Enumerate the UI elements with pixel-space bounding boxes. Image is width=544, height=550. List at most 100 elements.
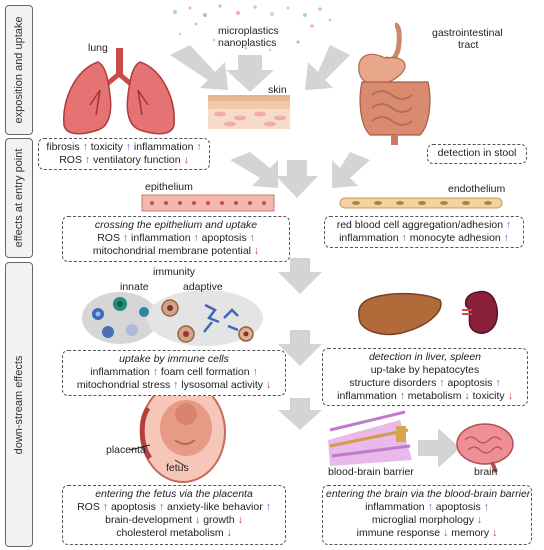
nanoplastics-label: nanoplastics [218, 37, 277, 49]
down-arrow-icon: ↓ [443, 527, 449, 539]
stool-detection-text: detection in stool [437, 147, 517, 159]
epi-effect-inflammation: inflammation [131, 232, 191, 244]
endothelium-illustration [339, 197, 503, 209]
adaptive-label: adaptive [183, 281, 223, 293]
endothelium-effects-box: red blood cell aggregation/adhesion ↑ in… [324, 216, 524, 248]
down-arrow-icon: ↓ [183, 154, 189, 166]
imm-effect-lysosomal: lysosomal activity [181, 379, 263, 391]
lung-illustration [63, 48, 175, 135]
section-exposition: exposition and uptake [5, 5, 33, 135]
section-downstream: down-stream effects [5, 262, 33, 547]
up-arrow-icon: ↑ [173, 379, 179, 391]
endothelium-label: endothelium [448, 183, 506, 195]
lung-effect-inflammation: inflammation [133, 141, 194, 153]
up-arrow-icon: ↑ [495, 377, 501, 389]
down-arrow-icon: ↓ [195, 514, 201, 526]
down-arrow-icon: ↓ [226, 527, 232, 539]
lung-effect-toxicity: toxicity [90, 141, 123, 153]
imm-effect-foam-cell: foam cell formation [160, 366, 250, 378]
fetus-effect-anxiety: anxiety-like behavior [167, 501, 263, 513]
up-arrow-icon: ↑ [401, 232, 407, 244]
placenta-label: placenta [106, 444, 146, 456]
skin-illustration [208, 95, 290, 129]
up-arrow-icon: ↑ [158, 501, 165, 513]
down-arrow-icon: ↓ [237, 514, 243, 526]
brain-effect-inflammation: inflammation [365, 501, 425, 513]
up-arrow-icon: ↑ [249, 232, 255, 244]
up-arrow-icon: ↑ [125, 141, 131, 153]
immune-effects-box: uptake by immune cells inflammation ↑ fo… [62, 350, 286, 396]
fetus-label: fetus [166, 462, 189, 474]
liver-effect-toxicity: toxicity [472, 390, 505, 402]
down-arrow-icon: ↓ [507, 390, 513, 402]
liver-effect-inflammation: inflammation [337, 390, 397, 402]
imm-effect-mito-stress: mitochondrial stress [76, 379, 171, 391]
epi-effect-ros: ROS [97, 232, 120, 244]
liver-effect-apoptosis: apoptosis [447, 377, 493, 389]
fetus-effect-brain-dev: brain-development [105, 514, 193, 526]
brain-effect-microglia: microglial morphology [371, 514, 474, 526]
lung-label: lung [88, 42, 108, 54]
lung-effect-ventilatory: ventilatory function [93, 154, 181, 166]
liver-spleen-illustration [357, 290, 499, 336]
up-arrow-icon: ↑ [399, 390, 405, 402]
up-arrow-icon: ↑ [122, 232, 129, 244]
brain-effect-memory: memory [451, 527, 490, 539]
liver-effects-box: detection in liver, spleen up-take by he… [322, 348, 528, 406]
epithelium-illustration [141, 194, 275, 212]
section-downstream-label: down-stream effects [13, 355, 25, 454]
up-arrow-icon: ↑ [503, 232, 509, 244]
imm-effect-inflammation: inflammation [90, 366, 150, 378]
lung-effect-ros: ROS [59, 154, 82, 166]
brain-effect-apoptosis: apoptosis [435, 501, 481, 513]
brain-effect-immune: immune response [356, 527, 441, 539]
bbb-illustration [328, 410, 412, 466]
gi-tract-illustration [358, 22, 431, 145]
up-arrow-icon: ↑ [265, 501, 271, 513]
down-arrow-icon: ↓ [464, 390, 470, 402]
down-arrow-icon: ↓ [253, 245, 260, 257]
up-arrow-icon: ↑ [152, 366, 158, 378]
up-arrow-icon: ↑ [102, 501, 109, 513]
skin-label: skin [268, 84, 287, 96]
endo-effect-monocyte: monocyte adhesion [409, 232, 501, 244]
brain-title: entering the brain via the blood-brain b… [326, 488, 531, 500]
brain-label: brain [474, 466, 498, 478]
epithelium-title: crossing the epithelium and uptake [94, 219, 258, 231]
endo-effect-inflammation: inflammation [339, 232, 399, 244]
immunity-label: immunity [153, 266, 196, 278]
fetus-effect-apoptosis: apoptosis [110, 501, 156, 513]
down-arrow-icon: ↓ [476, 514, 483, 526]
up-arrow-icon: ↑ [196, 141, 202, 153]
section-entry-point-label: effects at entry point [13, 148, 25, 248]
fetus-effect-ros: ROS [77, 501, 100, 513]
section-entry-point: effects at entry point [5, 138, 33, 258]
up-arrow-icon: ↑ [193, 232, 199, 244]
up-arrow-icon: ↑ [483, 501, 489, 513]
epithelium-label: epithelium [145, 181, 193, 193]
lung-effects-box: fibrosis ↑ toxicity ↑ inflammation ↑ ROS… [38, 138, 210, 170]
liver-title: detection in liver, spleen [368, 351, 482, 363]
up-arrow-icon: ↑ [82, 141, 88, 153]
up-arrow-icon: ↑ [506, 219, 512, 231]
lung-effect-fibrosis: fibrosis [46, 141, 80, 153]
liver-effect-metabolism: metabolism [407, 390, 462, 402]
bbb-label: blood-brain barrier [328, 466, 414, 478]
fetus-title: entering the fetus via the placenta [95, 488, 253, 500]
up-arrow-icon: ↑ [84, 154, 91, 166]
fetus-effect-cholesterol: cholesterol metabolism [116, 527, 224, 539]
innate-label: innate [120, 281, 149, 293]
epi-effect-mito: mitochondrial membrane potential [92, 245, 251, 257]
liver-effect-structure: structure disorders [349, 377, 437, 389]
epi-effect-apoptosis: apoptosis [201, 232, 247, 244]
particle-cloud [173, 4, 332, 52]
up-arrow-icon: ↑ [439, 377, 445, 389]
gi-label-line2: tract [458, 39, 479, 51]
fetus-effects-box: entering the fetus via the placenta ROS … [62, 485, 286, 545]
liver-effect-uptake: up-take by hepatocytes [370, 364, 480, 376]
up-arrow-icon: ↑ [252, 366, 258, 378]
brain-effects-box: entering the brain via the blood-brain b… [322, 485, 532, 545]
brain-illustration [456, 423, 514, 473]
gi-label-line1: gastrointestinal [432, 27, 503, 39]
